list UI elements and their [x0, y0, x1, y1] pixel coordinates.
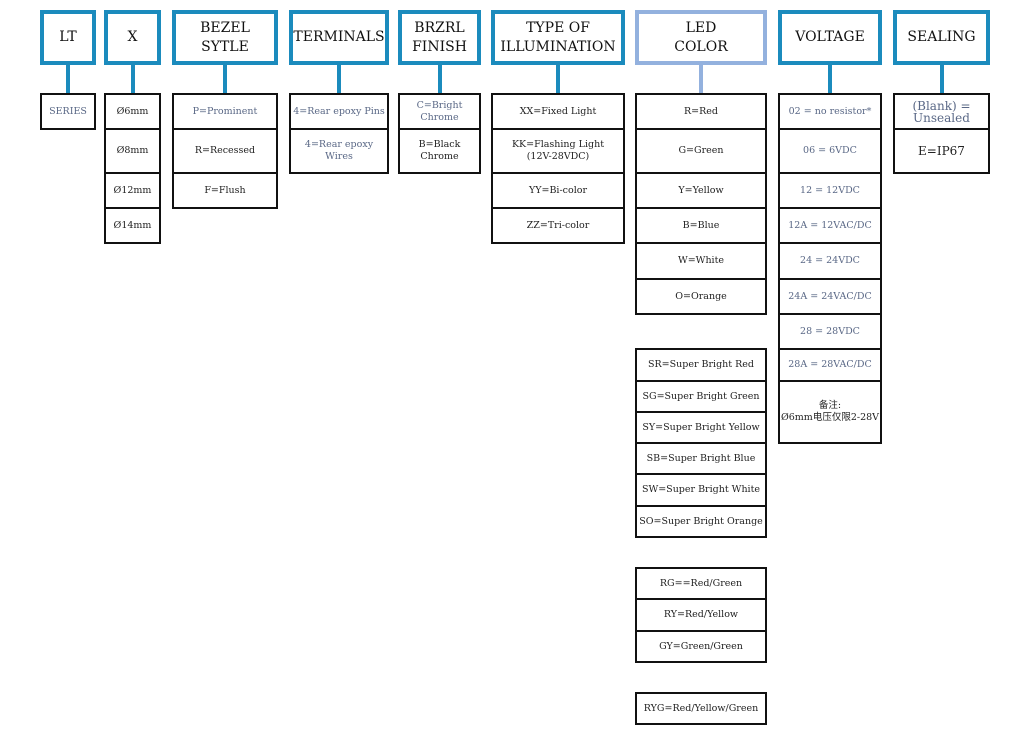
header-led: LED COLOR — [635, 10, 767, 65]
led-option: O=Orange — [635, 278, 767, 315]
finish-option: B=Black Chrome — [398, 128, 481, 174]
connector-line — [828, 65, 832, 93]
led-option: SW=Super Bright White — [635, 473, 767, 507]
header-terminals: TERMINALS — [289, 10, 389, 65]
led-option: G=Green — [635, 128, 767, 174]
led-option: B=Blue — [635, 207, 767, 244]
voltage-option: 24 = 24VDC — [778, 242, 882, 280]
led-option: RYG=Red/Yellow/Green — [635, 692, 767, 725]
voltage-option: 备注: Ø6mm电压仅限2-28V — [778, 380, 882, 444]
header-illumination: TYPE OF ILLUMINATION — [491, 10, 625, 65]
connector-line — [223, 65, 227, 93]
led-option: SB=Super Bright Blue — [635, 442, 767, 475]
led-option: SY=Super Bright Yellow — [635, 411, 767, 444]
x-option: Ø6mm — [104, 93, 161, 130]
led-option: SR=Super Bright Red — [635, 348, 767, 382]
voltage-option: 28A = 28VAC/DC — [778, 348, 882, 382]
illumination-option: ZZ=Tri-color — [491, 207, 625, 244]
header-lt: LT — [40, 10, 96, 65]
x-option: Ø14mm — [104, 207, 161, 244]
voltage-option: 28 = 28VDC — [778, 313, 882, 350]
x-option: Ø8mm — [104, 128, 161, 174]
led-option: Y=Yellow — [635, 172, 767, 209]
connector-line — [66, 65, 70, 93]
terminals-option: 4=Rear epoxy Wires — [289, 128, 389, 174]
x-option: Ø12mm — [104, 172, 161, 209]
header-sealing: SEALING — [893, 10, 990, 65]
voltage-option: 24A = 24VAC/DC — [778, 278, 882, 315]
lt-option: SERIES — [40, 93, 96, 130]
connector-line — [437, 65, 442, 93]
sealing-option: (Blank) = Unsealed — [893, 93, 990, 130]
finish-option: C=Bright Chrome — [398, 93, 481, 130]
led-option: W=White — [635, 242, 767, 280]
connector-line — [939, 65, 944, 93]
voltage-option: 06 = 6VDC — [778, 128, 882, 174]
header-finish: BRZRL FINISH — [398, 10, 481, 65]
led-option: SG=Super Bright Green — [635, 380, 767, 413]
connector-line — [556, 65, 560, 93]
illumination-option: XX=Fixed Light — [491, 93, 625, 130]
led-option: R=Red — [635, 93, 767, 130]
led-option: GY=Green/Green — [635, 630, 767, 663]
illumination-option: YY=Bi-color — [491, 172, 625, 209]
led-option: SO=Super Bright Orange — [635, 505, 767, 538]
connector-line — [337, 65, 341, 93]
connector-line — [130, 65, 135, 93]
led-option: RG==Red/Green — [635, 567, 767, 600]
bezel-option: P=Prominent — [172, 93, 278, 130]
connector-line — [699, 65, 703, 93]
illumination-option: KK=Flashing Light (12V-28VDC) — [491, 128, 625, 174]
header-x: X — [104, 10, 161, 65]
bezel-option: F=Flush — [172, 172, 278, 209]
led-option: RY=Red/Yellow — [635, 598, 767, 632]
sealing-option: E=IP67 — [893, 128, 990, 174]
header-voltage: VOLTAGE — [778, 10, 882, 65]
terminals-option: 4=Rear epoxy Pins — [289, 93, 389, 130]
bezel-option: R=Recessed — [172, 128, 278, 174]
voltage-option: 02 = no resistor* — [778, 93, 882, 130]
header-bezel: BEZEL SYTLE — [172, 10, 278, 65]
voltage-option: 12 = 12VDC — [778, 172, 882, 209]
voltage-option: 12A = 12VAC/DC — [778, 207, 882, 244]
